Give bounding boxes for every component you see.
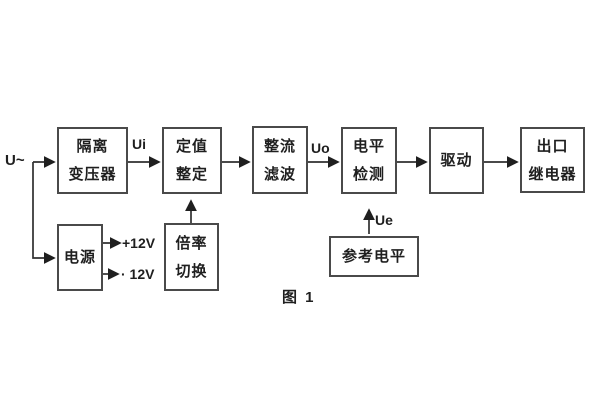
block-output-relay: 出口 继电器 [520, 127, 585, 193]
block-label-line: 隔离 [76, 138, 109, 155]
figure-caption: 图 1 [282, 289, 316, 306]
block-label-line: 参考电平 [341, 248, 406, 265]
signal-label-uo: Uo [311, 140, 330, 156]
block-label-line: 检测 [352, 166, 385, 183]
block-label-line: 倍率 [175, 234, 208, 252]
block-power-supply: 电源 [57, 224, 103, 291]
block-label-line: 出口 [536, 137, 569, 155]
block-label-line: 继电器 [528, 165, 577, 183]
block-label-line: 整定 [175, 166, 208, 183]
block-label-line: 电平 [352, 138, 385, 155]
block-ratio-switch: 倍率 切换 [164, 223, 219, 291]
block-label-line: 电源 [63, 249, 96, 266]
block-setpoint-setting: 定值 整定 [162, 127, 222, 194]
block-label-line: 切换 [175, 262, 208, 280]
signal-label-minus12v: · 12V [121, 266, 155, 282]
block-level-detection: 电平 检测 [341, 127, 397, 194]
block-label-line: 变压器 [68, 166, 117, 183]
signal-label-ac-input: U~ [5, 152, 25, 169]
block-isolation-transformer: 隔离 变压器 [57, 127, 128, 194]
block-driver: 驱动 [429, 127, 484, 194]
block-label-line: 驱动 [440, 152, 473, 169]
signal-label-ui: Ui [132, 136, 146, 152]
signal-label-ue: Ue [375, 212, 393, 228]
wire-input-to-power [32, 162, 56, 264]
block-reference-level: 参考电平 [329, 236, 419, 277]
block-label-line: 整流 [263, 137, 296, 155]
block-label-line: 定值 [175, 138, 208, 155]
block-rectify-filter: 整流 滤波 [252, 126, 308, 194]
block-label-line: 滤波 [263, 165, 296, 183]
signal-label-plus12v: +12V [122, 235, 156, 251]
